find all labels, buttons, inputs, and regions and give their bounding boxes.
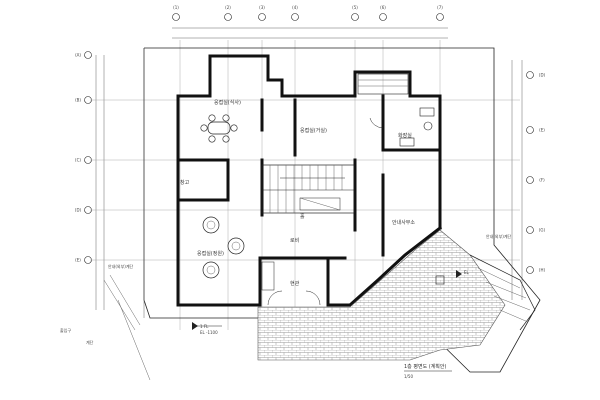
east-ramp <box>435 254 536 331</box>
room-label-storage: 창고 <box>180 179 190 186</box>
note-side-left: 계단 <box>86 339 94 345</box>
toilet-fixtures <box>369 107 435 147</box>
grid-bubble-top <box>172 13 180 21</box>
dining-furniture <box>200 114 238 143</box>
grid-label-top: (5) <box>352 5 358 10</box>
room-label-living: 응접실(거실) <box>300 127 327 134</box>
grid-bubble-right <box>526 266 534 274</box>
reception-furniture <box>202 216 245 279</box>
elevation-left-label: 1 FL <box>200 324 209 329</box>
grid-label-left: (A) <box>75 53 81 58</box>
grid-label-left: (C) <box>75 158 81 163</box>
room-label-entry: 현관 <box>290 280 300 287</box>
grid-label-right: (D) <box>539 73 546 78</box>
exterior-walls <box>176 54 443 307</box>
elevation-marker-right <box>456 270 462 278</box>
grid-label-left: (D) <box>75 208 82 213</box>
grid-bubble-right <box>526 176 534 184</box>
elevation-right-label: EL <box>464 270 470 275</box>
site-boundary <box>143 47 541 373</box>
right-dimension-line <box>511 60 523 300</box>
grid-bubble-right <box>526 126 534 134</box>
grid-label-top: (2) <box>225 5 231 10</box>
note-right-stair: 안내(외부)계단 <box>486 233 512 239</box>
grid-label-right: (H) <box>539 268 546 273</box>
grid-bubble-right <box>526 226 534 234</box>
left-site-step <box>103 274 151 381</box>
elevation-left-sub: EL -1100 <box>200 330 218 335</box>
room-label-hall: 홀 <box>300 213 305 220</box>
drawing-scale: 1/50 <box>404 374 413 379</box>
top-dimension-line <box>172 27 448 39</box>
grid-label-top: (1) <box>173 5 179 10</box>
grid-label-left: (E) <box>75 258 81 263</box>
grid-label-top: (4) <box>292 5 298 10</box>
grid-bubble-left <box>84 51 92 59</box>
grid-bubble-top <box>351 13 359 21</box>
room-label-dining: 응접실(식사) <box>214 99 241 106</box>
grid-label-right: (E) <box>539 128 545 133</box>
grid-bubble-top <box>224 13 232 21</box>
grid-label-top: (7) <box>437 5 443 10</box>
entry-doors <box>261 261 321 306</box>
grid-label-right: (F) <box>539 178 545 183</box>
room-label-lobby: 로비 <box>290 237 299 244</box>
main-stair <box>261 164 355 214</box>
grid-bubble-right <box>526 71 534 79</box>
left-dimension-line <box>95 55 105 310</box>
grid-label-right: (G) <box>539 228 546 233</box>
grid-bubble-top <box>436 13 444 21</box>
room-label-office: 안내사무소 <box>392 219 415 226</box>
grid-bubble-top <box>258 13 266 21</box>
grid-bubble-top <box>379 13 387 21</box>
elevation-marker-left <box>192 322 222 330</box>
top-grid-bubbles: (1) (2) (3) (4) (5) (6) (7) <box>172 5 444 21</box>
side-grid-bubbles: (A) (B) (C) (D) (E) (D) (E) (F) (G) (H) <box>75 51 546 274</box>
north-deck <box>357 73 409 95</box>
room-label-reception: 응접실(정원) <box>197 250 224 257</box>
note-left-stair: 안내(외부)계단 <box>108 263 134 269</box>
drawing-title: 1층 평면도 (계획안) <box>404 363 447 370</box>
grid-label-left: (B) <box>75 98 81 103</box>
note-level: 출입구 <box>60 327 71 333</box>
room-label-toilet: 화장실 <box>398 132 412 139</box>
grid-bubble-top <box>291 13 299 21</box>
grid-label-top: (3) <box>259 5 265 10</box>
grid-label-top: (6) <box>380 5 386 10</box>
interior-walls <box>176 94 442 260</box>
paved-terrace <box>257 229 506 361</box>
